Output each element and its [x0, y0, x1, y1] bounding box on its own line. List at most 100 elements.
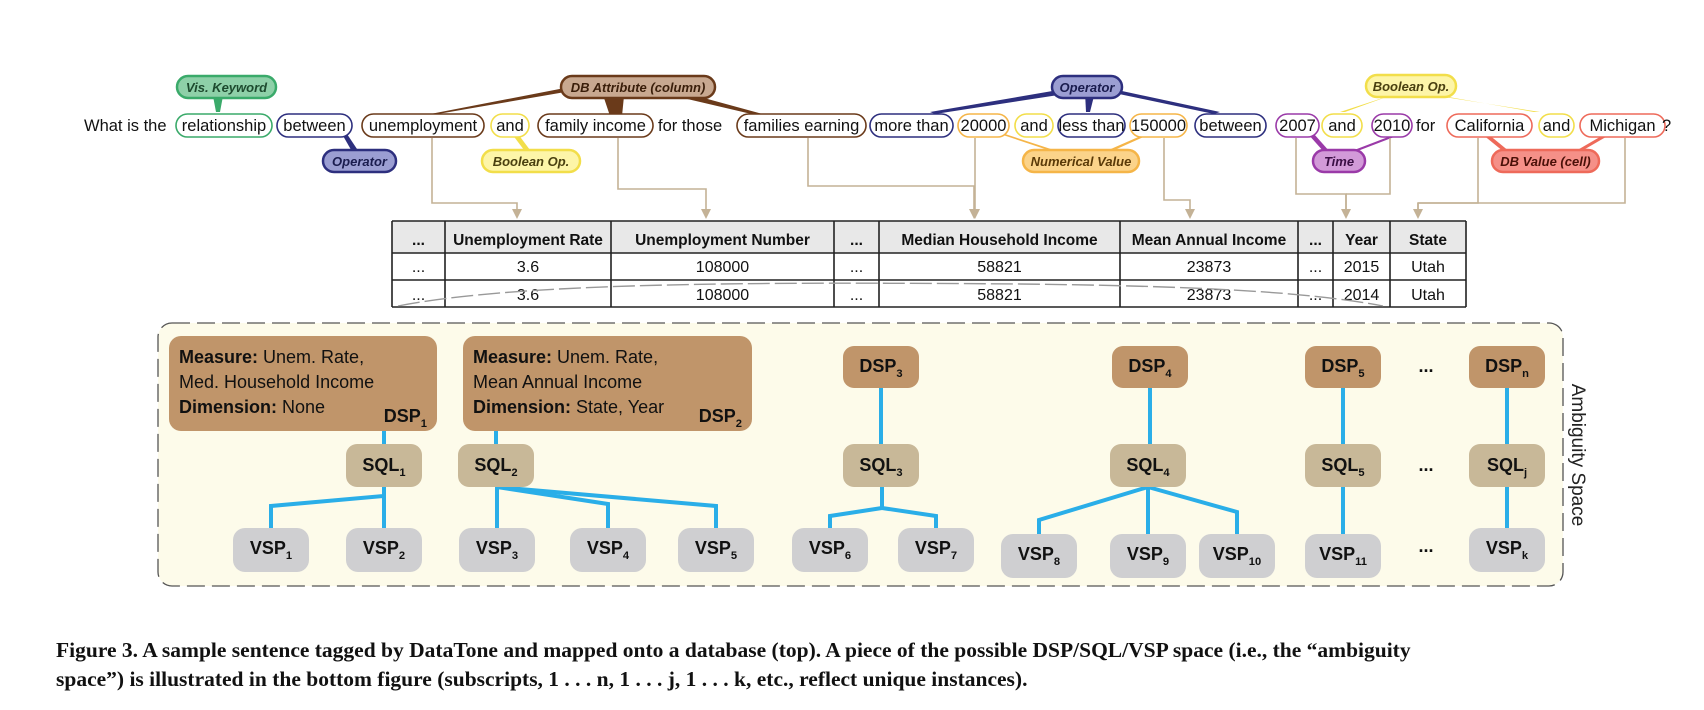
node-label: DSP2: [699, 406, 742, 430]
sql-node-box: [346, 444, 422, 487]
tag-numerical-value-label: Numerical Value: [1031, 154, 1132, 169]
sentence-token: 150000: [1131, 117, 1186, 135]
sentence-token-box: [1538, 113, 1575, 138]
tag-db-attribute: DB Attribute (column): [559, 74, 717, 100]
sentence-token: 2010: [1374, 117, 1411, 135]
sentence-token-box: [1321, 113, 1363, 138]
dsp-detail-line: Measure: Unem. Rate,: [473, 347, 658, 367]
ellipsis: ...: [1418, 356, 1433, 376]
vsp-node-box: [233, 528, 309, 572]
tag-operator-bottom-label: Operator: [332, 154, 388, 169]
sql-node-j: SQLj: [1469, 444, 1545, 487]
sentence-token-box: [736, 113, 867, 138]
node-label: VSP8: [1018, 544, 1060, 568]
table-header-cell: ...: [1309, 232, 1322, 249]
dsp-node-5: DSP5: [1305, 346, 1381, 388]
sql-node-box: [458, 444, 534, 487]
node-label: SQLj: [1487, 455, 1527, 479]
dsp-detail-line: Mean Annual Income: [473, 372, 642, 392]
sentence-token-box: [1275, 113, 1320, 138]
vsp-node-10: VSP10: [1199, 534, 1275, 578]
dsp-detail-line: Dimension: State, Year: [473, 397, 664, 417]
dsp-node-box: [1469, 346, 1545, 388]
sentence-token: for those: [658, 117, 722, 135]
vsp-node-1: VSP1: [233, 528, 309, 572]
table-cell: ...: [850, 287, 863, 304]
tag-boolean-top-label: Boolean Op.: [1373, 79, 1450, 94]
sentence-token-box: [537, 113, 654, 138]
vsp-node-2: VSP2: [346, 528, 422, 572]
vsp-node-box: [678, 528, 754, 572]
table-zoom-mask: [398, 285, 1383, 308]
sql-node-box: [1110, 444, 1186, 487]
dsp-node-4: DSP4: [1112, 346, 1188, 388]
node-label: VSPk: [1486, 538, 1529, 562]
tag-operator-top: Operator: [1050, 74, 1124, 100]
dsp-detail-box: [169, 336, 437, 431]
figure-caption: Figure 3. A sample sentence tagged by Da…: [56, 636, 1676, 694]
sentence-token: ?: [1662, 117, 1671, 135]
table-header-cell: Median Household Income: [901, 232, 1098, 249]
sentence-token: families earning: [744, 117, 860, 135]
table-header-cell: Year: [1345, 232, 1378, 249]
tag-operator-bottom: Operator: [321, 148, 398, 174]
table-cell: 108000: [696, 259, 749, 276]
node-label: VSP11: [1319, 544, 1367, 568]
sentence-token-box: [1194, 113, 1267, 138]
vsp-node-box: [570, 528, 646, 572]
dsp-node-box: [1305, 346, 1381, 388]
sentence-token-box: [175, 113, 273, 138]
table-cell: ...: [1309, 259, 1322, 276]
tag-db-value-label: DB Value (cell): [1500, 154, 1591, 169]
node-label: SQL5: [1321, 455, 1364, 479]
vsp-node-5: VSP5: [678, 528, 754, 572]
tag-vis-keyword: Vis. Keyword: [175, 74, 278, 100]
sentence-token: family income: [545, 117, 646, 135]
tag-boolean-top: Boolean Op.: [1364, 73, 1458, 99]
vsp-node-k: VSPk: [1469, 528, 1545, 572]
caption-line-1: Figure 3. A sample sentence tagged by Da…: [56, 638, 1411, 662]
sentence-token: more than: [874, 117, 948, 135]
dsp-detail-line: Med. Household Income: [179, 372, 374, 392]
node-label: SQL1: [362, 455, 405, 479]
vsp-node-box: [1305, 534, 1381, 578]
sql-node-box: [843, 444, 919, 487]
vsp-node-box: [1199, 534, 1275, 578]
table-cell: 23873: [1187, 287, 1232, 304]
sentence-token-box: [1371, 113, 1413, 138]
sentence-token: California: [1455, 117, 1526, 135]
sentence-token: and: [1328, 117, 1356, 135]
table-cell: ...: [1309, 287, 1322, 304]
table-cell: ...: [850, 259, 863, 276]
table-cell: 3.6: [517, 287, 539, 304]
table-header-cell: Unemployment Rate: [453, 232, 603, 249]
dsp-node-box: [843, 346, 919, 388]
vsp-node-3: VSP3: [459, 528, 535, 572]
tag-db-attribute-label: DB Attribute (column): [571, 80, 706, 95]
tree-edges: [269, 386, 1509, 536]
vsp-node-box: [898, 528, 974, 572]
tag-boolean-bottom-label: Boolean Op.: [493, 154, 570, 169]
vsp-node-9: VSP9: [1110, 534, 1186, 578]
node-label: VSP2: [363, 538, 405, 562]
dsp-detail-box: [463, 336, 752, 431]
sentence-token: and: [1020, 117, 1048, 135]
vsp-node-6: VSP6: [792, 528, 868, 572]
dsp-node-3: DSP3: [843, 346, 919, 388]
node-label: VSP6: [809, 538, 851, 562]
sentence-token: 2007: [1279, 117, 1316, 135]
node-label: SQL3: [859, 455, 902, 479]
tag-boolean-bottom: Boolean Op.: [480, 148, 582, 174]
table-cell: 108000: [696, 287, 749, 304]
vsp-node-8: VSP8: [1001, 534, 1077, 578]
table-header-cell: State: [1409, 232, 1447, 249]
table-header-bg: [392, 221, 1466, 253]
sentence-token: unemployment: [369, 117, 478, 135]
node-label: VSP1: [250, 538, 292, 562]
dsp-detail-line: Dimension: None: [179, 397, 325, 417]
dsp-node-n: DSPn: [1469, 346, 1545, 388]
node-label: VSP7: [915, 538, 957, 562]
node-label: SQL4: [1126, 455, 1170, 479]
zoom-curve: [397, 282, 1384, 307]
tag-operator-top-label: Operator: [1060, 80, 1116, 95]
